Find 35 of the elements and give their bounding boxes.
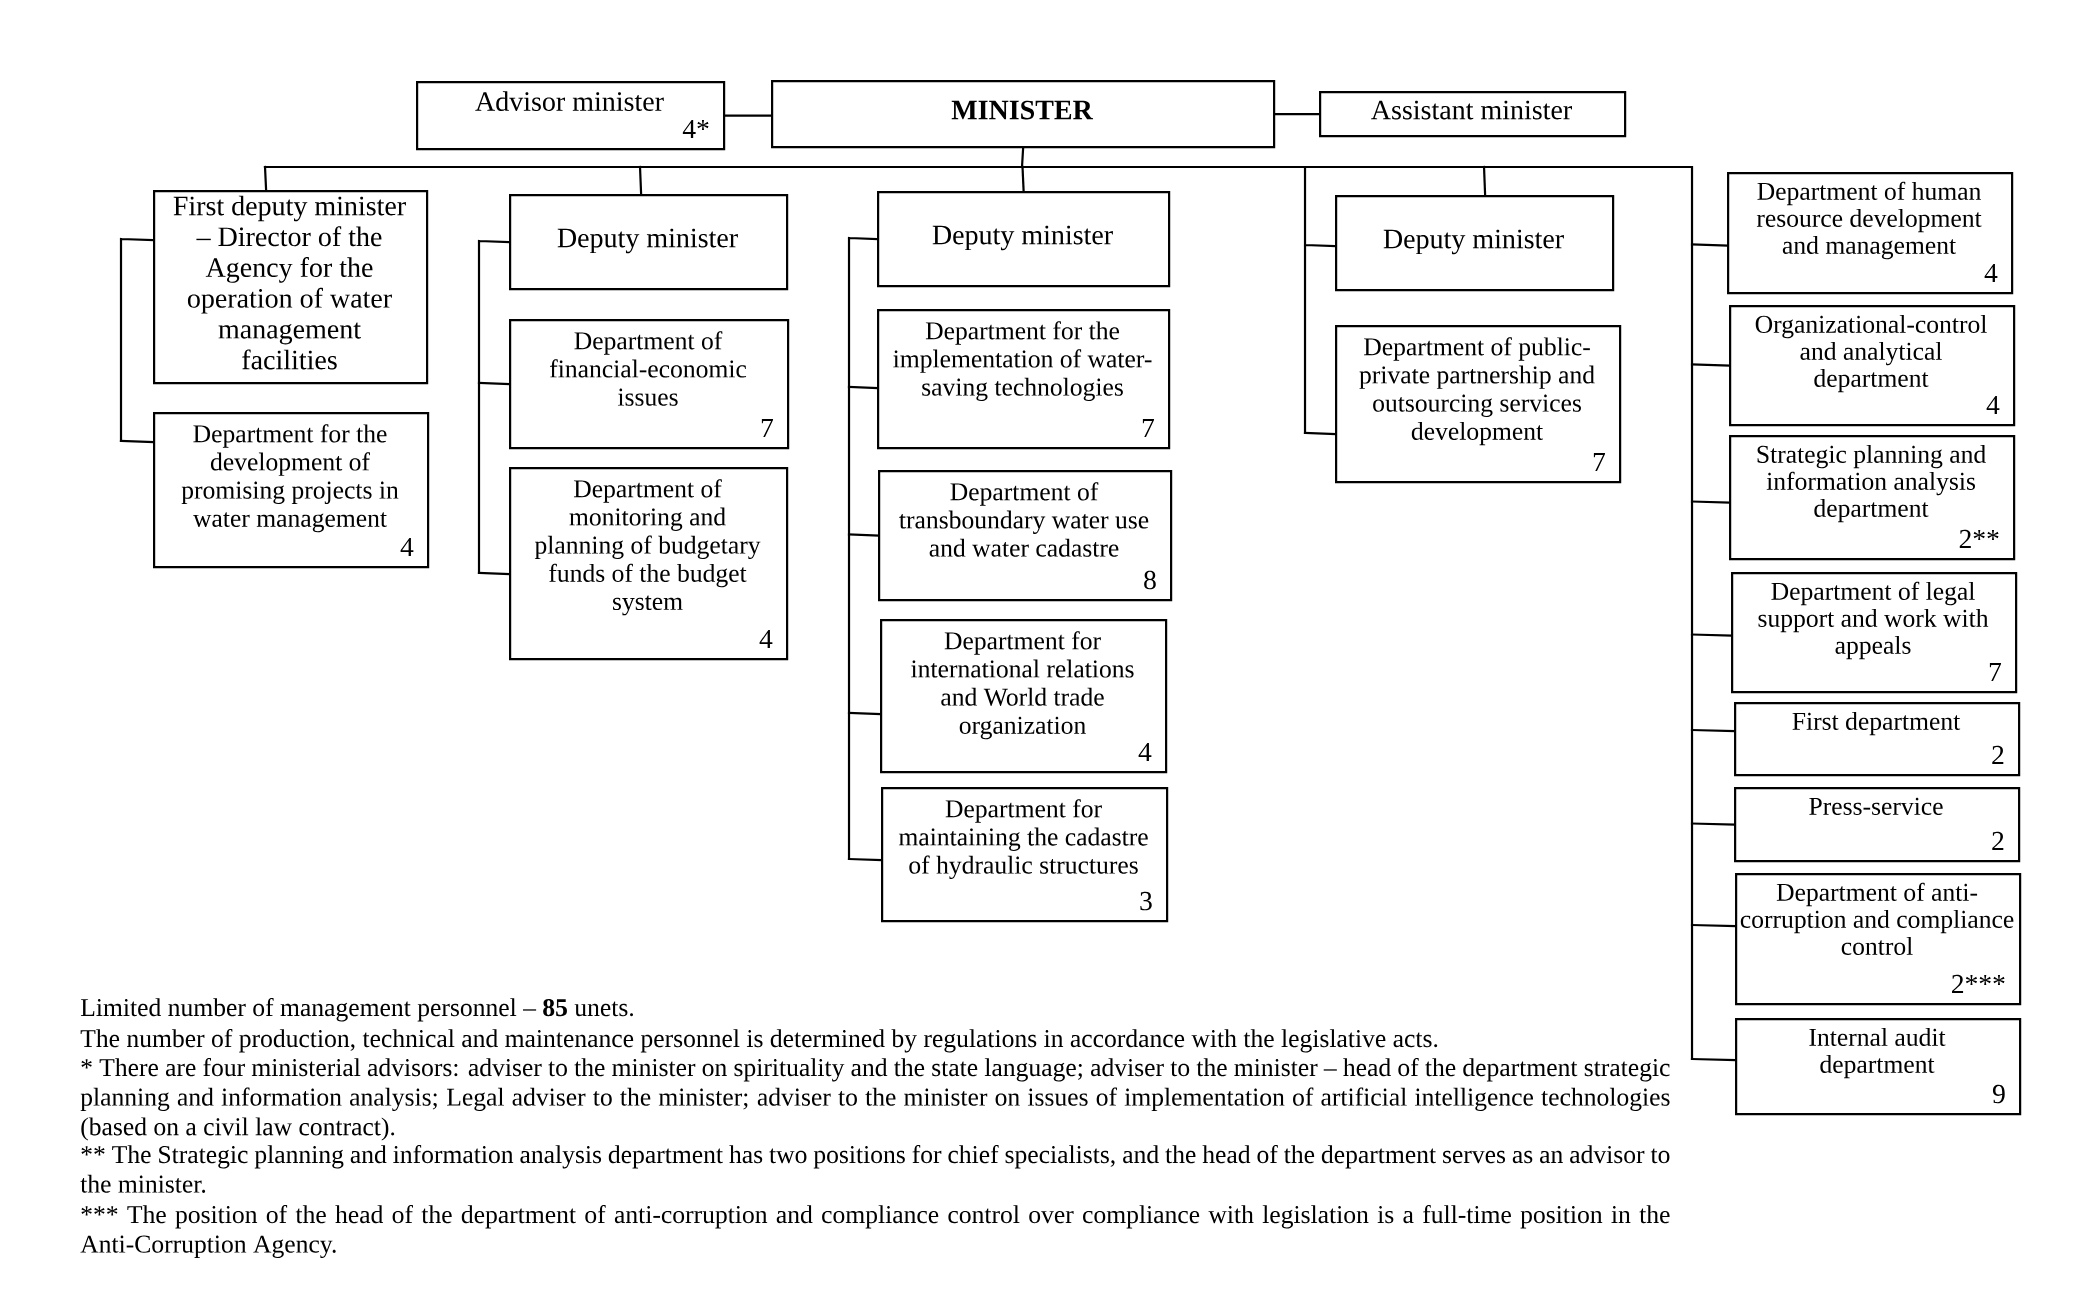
note-text: * There are four ministerial advisors: adviser to the minister on spirituality and the state language; adviser to the minister – head of the department strategic planning and information analysis; Legal adviser to the minister; adviser to the minister on issues of implementation of artificial intelligence technologies (based on a civil law contract). bbox=[80, 1057, 1670, 1141]
connector-line bbox=[119, 237, 155, 444]
staff-count: 4* bbox=[682, 119, 709, 138]
connector-line bbox=[1274, 113, 1321, 116]
note-text: Limited number of management personnel – 85 unets. bbox=[80, 997, 634, 1022]
staff-count: 4 bbox=[400, 537, 414, 556]
connector-line bbox=[477, 239, 511, 576]
staff-count: 7 bbox=[1593, 453, 1606, 471]
connector-line bbox=[724, 114, 773, 117]
staff-count: 8 bbox=[1144, 570, 1156, 590]
staff-count: 2** bbox=[1959, 529, 1999, 548]
position-box: Assistant minister bbox=[1319, 91, 1627, 138]
connector-line bbox=[847, 236, 883, 862]
position-box: MINISTER bbox=[771, 80, 1276, 149]
staff-count: 2*** bbox=[1952, 974, 2005, 993]
staff-count: 9 bbox=[1992, 1084, 2005, 1104]
staff-count: 3 bbox=[1140, 891, 1152, 911]
staff-count: 2 bbox=[1992, 831, 2004, 850]
note-text: *** The position of the head of the department of anti-corruption and compliance control over compliance with legislation is a full-time position in the Anti-Corruption Agency. bbox=[80, 1204, 1670, 1259]
staff-count: 2 bbox=[1992, 745, 2004, 764]
note-text: ** The Strategic planning and information analysis department has two positions for chief specialists, and the head of the department serves as an advisor to the minister. bbox=[80, 1144, 1670, 1193]
position-box: Deputy minister bbox=[509, 194, 789, 291]
position-box: Deputy minister bbox=[1335, 195, 1615, 292]
staff-count: 4 bbox=[759, 629, 773, 648]
staff-count: 4 bbox=[1138, 742, 1152, 761]
position-box: Deputy minister bbox=[877, 191, 1171, 288]
staff-count: 7 bbox=[1989, 663, 2002, 681]
staff-count: 7 bbox=[761, 419, 773, 437]
connector-line bbox=[263, 147, 1737, 1062]
position-box: First deputy minister – Director of the Agency for the operation of water management facilities bbox=[153, 190, 429, 385]
connector-line bbox=[1303, 165, 1337, 436]
staff-count: 7 bbox=[1142, 419, 1154, 437]
staff-count: 4 bbox=[1986, 395, 2000, 414]
note-text: The number of production, technical and maintenance personnel is determined by regulations in accordance with the legislative acts. bbox=[80, 1028, 1438, 1053]
staff-count: 4 bbox=[1984, 263, 1998, 282]
